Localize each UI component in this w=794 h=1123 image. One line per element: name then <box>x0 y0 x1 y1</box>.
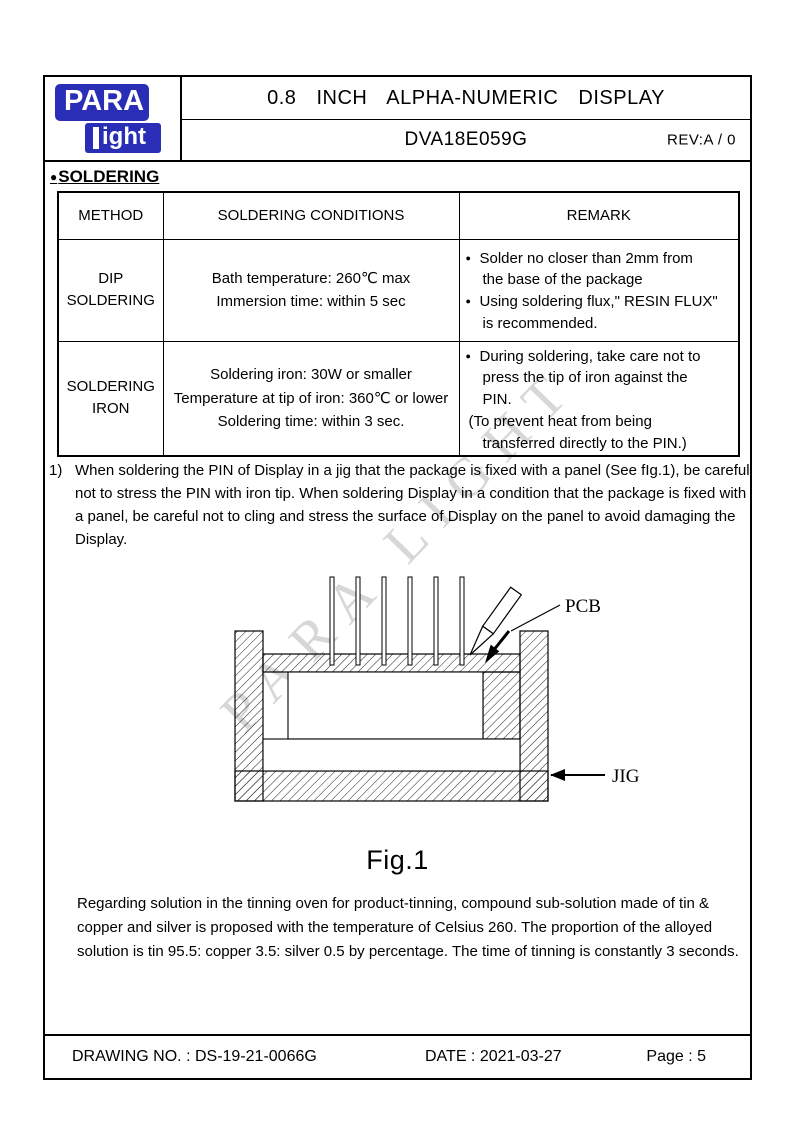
col-header-conditions: SOLDERING CONDITIONS <box>162 191 460 240</box>
drawing-number: DRAWING NO. : DS-19-21-0066G <box>72 1048 317 1065</box>
jig-right-step <box>482 671 521 740</box>
figure-area: PCB JIG <box>223 569 663 821</box>
logo-text-para: PARA <box>55 84 149 121</box>
col-header-method: METHOD <box>57 191 164 240</box>
remark-item: ●During soldering, take care not to pres… <box>465 347 701 409</box>
remark-item: (To prevent heat from being transferred … <box>468 412 687 452</box>
method-cell: SOLDERING IRON <box>57 340 164 457</box>
page-number: Page : 5 <box>646 1048 706 1065</box>
header-title-block: 0.8 INCH ALPHA-NUMERIC DISPLAY DVA18E059… <box>182 77 750 160</box>
remark-cell: ●Solder no closer than 2mm from the base… <box>458 238 740 342</box>
note-1: 1) When soldering the PIN of Display in … <box>49 460 751 552</box>
pcb-label: PCB <box>565 596 601 617</box>
bullet-icon: ● <box>465 252 471 263</box>
jig-label: JIG <box>612 766 640 787</box>
method-cell: DIP SOLDERING <box>57 238 164 342</box>
soldering-jig-figure: PCB JIG <box>234 576 640 802</box>
datasheet-page: PARA ight 0.8 INCH ALPHA-NUMERIC DISPLAY… <box>43 75 752 1080</box>
remark-item: ●Solder no closer than 2mm from the base… <box>465 249 693 289</box>
col-header-remark: REMARK <box>458 191 740 240</box>
pcb-leader-line <box>510 604 561 632</box>
remark-item: ●Using soldering flux," RESIN FLUX" is r… <box>465 293 718 332</box>
remark-cell: ●During soldering, take care not to pres… <box>458 340 740 457</box>
soldering-iron-icon <box>469 586 523 656</box>
pcb-board <box>262 653 521 673</box>
logo-text-ight: ight <box>102 123 146 150</box>
display-package <box>262 671 521 772</box>
tinning-paragraph: Regarding solution in the tinning oven f… <box>77 895 739 960</box>
table-row-dip-soldering: DIP SOLDERING Bath temperature: 260℃ max… <box>57 238 740 342</box>
display-pins <box>329 576 465 666</box>
figure-caption: Fig.1 <box>366 845 429 875</box>
section-title-soldering: ●SOLDERING <box>50 167 159 187</box>
soldering-table: METHOD SOLDERING CONDITIONS REMARK DIP S… <box>57 191 740 457</box>
note-text: When soldering the PIN of Display in a j… <box>75 462 750 548</box>
page-title: 0.8 INCH ALPHA-NUMERIC DISPLAY <box>182 77 750 120</box>
part-number-row: DVA18E059G REV:A / 0 <box>182 120 750 160</box>
revision-label: REV:A / 0 <box>667 131 736 149</box>
header: PARA ight 0.8 INCH ALPHA-NUMERIC DISPLAY… <box>45 77 750 162</box>
pcb-pointer-arrow <box>485 630 511 663</box>
bullet-icon: ● <box>465 296 471 306</box>
note-number: 1) <box>49 462 63 479</box>
part-number: DVA18E059G <box>404 129 528 150</box>
paralight-logo: PARA ight <box>45 77 182 160</box>
conditions-cell: Bath temperature: 260℃ max Immersion tim… <box>162 238 460 342</box>
jig-base <box>234 770 549 802</box>
section-bullet: ● <box>50 170 58 184</box>
logo-text-light: ight <box>85 123 161 153</box>
conditions-cell: Soldering iron: 30W or smaller Temperatu… <box>162 340 460 457</box>
footer: DRAWING NO. : DS-19-21-0066G DATE : 2021… <box>45 1034 750 1078</box>
logo-l-stem <box>93 127 99 149</box>
table-row-soldering-iron: SOLDERING IRON Soldering iron: 30W or sm… <box>57 340 740 457</box>
table-header-row: METHOD SOLDERING CONDITIONS REMARK <box>57 191 740 240</box>
date-label: DATE : 2021-03-27 <box>425 1048 562 1065</box>
section-title-text: SOLDERING <box>58 167 160 186</box>
bullet-icon: ● <box>465 350 471 361</box>
